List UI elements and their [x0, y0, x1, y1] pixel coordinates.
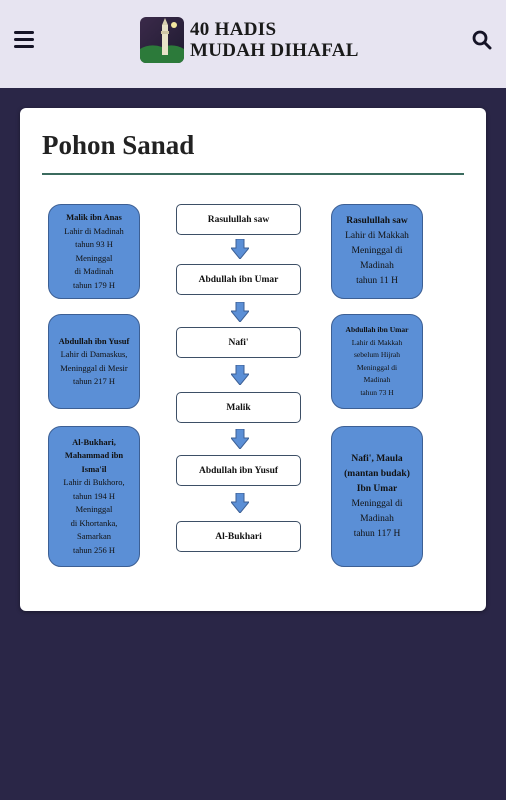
bubble-line: tahun 11 H — [356, 276, 398, 286]
bubble-line: tahun 117 H — [353, 528, 401, 539]
title-divider — [42, 173, 464, 175]
bubble-line: Madinah — [363, 375, 391, 384]
bubble-line: tahun 73 H — [360, 387, 394, 397]
bubble-line: Lahir di Madinah — [64, 225, 124, 236]
bubble-line: tahun 256 H — [72, 544, 116, 555]
left-bubble-al-bukhari: Al-Bukhari, Mahammad ibn Isma'il Lahir d… — [48, 426, 140, 567]
bubble-line: di Khortanka, — [70, 517, 118, 528]
logo-line-1: 40 HADIS — [190, 19, 277, 40]
app-header: 40 HADIS MUDAH DIHAFAL — [0, 0, 506, 88]
logo-line-2: MUDAH DIHAFAL — [190, 40, 359, 61]
bubble-line: Lahir di Makkah — [345, 231, 409, 241]
bubble-line: tahun 194 H — [72, 490, 116, 501]
chain-box-abdullah-ibn-umar: Abdullah ibn Umar — [176, 264, 301, 295]
bubble-name: Malik ibn Anas — [66, 212, 122, 222]
bubble-name: Nafi', Maula (mantan budak) Ibn Umar — [344, 453, 410, 494]
hamburger-menu-icon[interactable] — [14, 31, 34, 49]
bubble-name: Al-Bukhari, Mahammad ibn Isma'il — [64, 436, 124, 474]
bubble-line: Lahir di Makkah — [351, 337, 403, 347]
chain-box-al-bukhari: Al-Bukhari — [176, 521, 301, 552]
bubble-name: Abdullah ibn Umar — [345, 325, 409, 334]
bubble-line: di Madinah — [74, 266, 114, 276]
arrow-down-icon — [231, 493, 249, 513]
bubble-line: Samarkan — [77, 531, 111, 542]
chain-box-malik: Malik — [176, 392, 301, 423]
bubble-line: Madinah — [360, 261, 394, 271]
content-card: Pohon Sanad Malik ibn Anas Lahir di Madi… — [20, 108, 486, 611]
chain-box-nafi: Nafi' — [176, 327, 301, 358]
bubble-line: tahun 217 H — [72, 376, 116, 386]
bubble-line: sebelum Hijrah — [353, 350, 401, 359]
bubble-line: Meninggal — [75, 252, 113, 263]
arrow-down-icon — [231, 429, 249, 449]
mosque-minaret-logo-icon — [140, 17, 184, 63]
bubble-line: Lahir di Damaskus, — [60, 349, 128, 359]
bubble-name: Rasulullah saw — [346, 216, 408, 226]
left-bubble-abdullah-ibn-yusuf: Abdullah ibn Yusuf Lahir di Damaskus, Me… — [48, 314, 140, 409]
right-bubble-abdullah-ibn-umar: Abdullah ibn Umar Lahir di Makkah sebelu… — [331, 314, 423, 409]
bubble-line: Madinah — [360, 513, 394, 524]
arrow-down-icon — [231, 239, 249, 259]
right-bubble-nafi: Nafi', Maula (mantan budak) Ibn Umar Men… — [331, 426, 423, 567]
bubble-name: Abdullah ibn Yusuf — [58, 335, 130, 346]
bubble-line: Meninggal di — [351, 246, 403, 256]
chain-box-rasulullah: Rasulullah saw — [176, 204, 301, 235]
bubble-line: Meninggal di — [351, 498, 403, 509]
arrow-down-icon — [231, 365, 249, 385]
arrow-down-icon — [231, 302, 249, 322]
page-title: Pohon Sanad — [42, 130, 195, 160]
bubble-line: Lahir di Bukhoro, — [63, 477, 125, 488]
bubble-line: tahun 179 H — [72, 279, 116, 290]
site-logo[interactable]: 40 HADIS MUDAH DIHAFAL — [140, 17, 368, 65]
bubble-line: tahun 93 H — [75, 239, 113, 249]
search-icon[interactable] — [472, 30, 492, 50]
bubble-line: Meninggal di — [356, 362, 398, 372]
bubble-line: Meninggal di Mesir — [60, 362, 128, 373]
left-bubble-malik: Malik ibn Anas Lahir di Madinah tahun 93… — [48, 204, 140, 299]
right-bubble-rasulullah: Rasulullah saw Lahir di Makkah Meninggal… — [331, 204, 423, 299]
sanad-tree-diagram: Malik ibn Anas Lahir di Madinah tahun 93… — [48, 204, 428, 574]
bubble-line: Meninggal — [75, 504, 113, 515]
logo-title: 40 HADIS MUDAH DIHAFAL — [190, 19, 359, 61]
chain-box-abdullah-ibn-yusuf: Abdullah ibn Yusuf — [176, 455, 301, 486]
